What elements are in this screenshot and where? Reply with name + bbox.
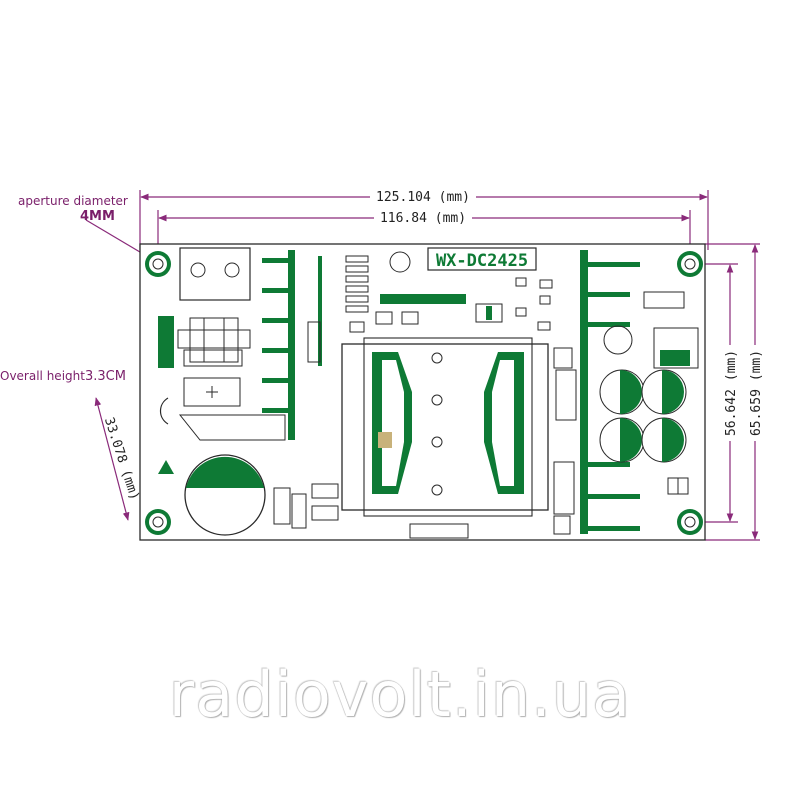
- common-mode-choke: [158, 316, 251, 368]
- overall-height-title: Overall height: [0, 369, 85, 383]
- output-terminal: [603, 291, 699, 369]
- mounting-hole-top-right: [677, 251, 703, 277]
- right-middle-parts: [553, 347, 577, 535]
- x-capacitor: [183, 377, 241, 407]
- watermark: radiovolt.in.ua: [168, 658, 632, 731]
- heatsink-bar: [318, 256, 322, 366]
- bracket-left: [159, 397, 169, 425]
- bulk-capacitor: [184, 454, 266, 536]
- led-indicator: [667, 477, 689, 495]
- dim-side-height: 33.078 (mm): [101, 416, 142, 503]
- dim-overall-width: 125.104 (mm): [376, 190, 470, 205]
- resistor-array: [345, 255, 369, 333]
- bridge-rectifier: [273, 487, 307, 529]
- model-label: WX-DC2425: [436, 251, 528, 271]
- mounting-hole-bottom-left: [145, 509, 171, 535]
- model-label-box: WX-DC2425: [427, 247, 537, 271]
- mounting-hole-bottom-right: [677, 509, 703, 535]
- dim-overall-depth: 65.659 (mm): [749, 350, 764, 436]
- aperture-diameter-label: aperture diameter: [18, 194, 128, 208]
- potentiometer: [389, 251, 411, 273]
- fuse-outline: [178, 414, 286, 441]
- dim-hole-spacing-width: 116.84 (mm): [380, 211, 466, 226]
- overall-height-value: 3.3CM: [84, 369, 126, 384]
- mounting-holes: [145, 251, 703, 535]
- input-terminal: [179, 247, 251, 301]
- output-capacitors: [599, 369, 687, 463]
- mounting-hole-top-left: [145, 251, 171, 277]
- heatsink-left: [262, 250, 295, 440]
- signal-components: [375, 277, 553, 331]
- small-component: [307, 321, 321, 363]
- overall-height-label: Overall height3.3CM: [0, 369, 126, 384]
- heatsink-right: [580, 250, 640, 534]
- transformer: [341, 337, 549, 539]
- dimension-text: 125.104 (mm) 116.84 (mm) 56.642 (mm) 65.…: [101, 187, 764, 502]
- dim-hole-spacing-height: 56.642 (mm): [724, 350, 739, 436]
- capacitor-small-left: [311, 483, 339, 521]
- esd-warning-icon: [158, 460, 174, 474]
- aperture-diameter-value: 4MM: [80, 209, 115, 224]
